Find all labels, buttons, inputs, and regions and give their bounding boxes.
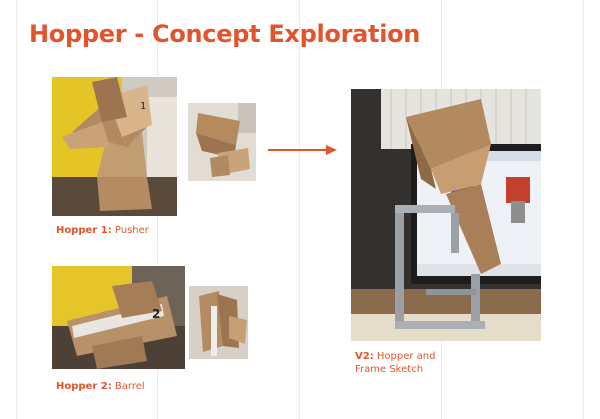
grid-line	[583, 0, 584, 419]
box-number-1: 1	[140, 101, 146, 112]
page-title: Hopper - Concept Exploration	[29, 20, 421, 48]
hopper2-main-photo: 2	[52, 266, 185, 369]
box-number-2: 2	[152, 307, 160, 321]
v2-caption: V2: Hopper and Frame Sketch	[355, 350, 435, 376]
hopper1-detail-photo	[188, 103, 256, 181]
grid-line	[299, 0, 300, 419]
v2-caption-bold: V2:	[355, 351, 374, 362]
hopper2-main-illustration: 2	[52, 266, 185, 369]
v2-caption-text-line2: Frame Sketch	[355, 364, 424, 375]
v2-caption-line1: V2: Hopper and	[355, 350, 435, 363]
hopper1-caption: Hopper 1: Pusher	[56, 224, 149, 237]
hopper1-detail-illustration	[188, 103, 256, 181]
hopper2-detail-illustration	[189, 286, 248, 359]
v2-illustration	[351, 89, 541, 341]
hopper1-main-photo: 1	[52, 77, 177, 216]
hopper1-caption-bold: Hopper 1:	[56, 225, 112, 236]
v2-hopper-frame-photo	[351, 89, 541, 341]
hopper2-caption-text: Barrel	[111, 381, 145, 392]
arrow-right-icon	[268, 145, 337, 155]
grid-line	[16, 0, 17, 419]
v2-caption-text-line1: Hopper and	[373, 351, 436, 362]
hopper1-main-illustration: 1	[52, 77, 177, 216]
hopper2-caption-bold: Hopper 2:	[56, 381, 112, 392]
hopper2-caption: Hopper 2: Barrel	[56, 380, 145, 393]
hopper1-caption-text: Pusher	[111, 225, 149, 236]
hopper2-detail-photo	[189, 286, 248, 359]
